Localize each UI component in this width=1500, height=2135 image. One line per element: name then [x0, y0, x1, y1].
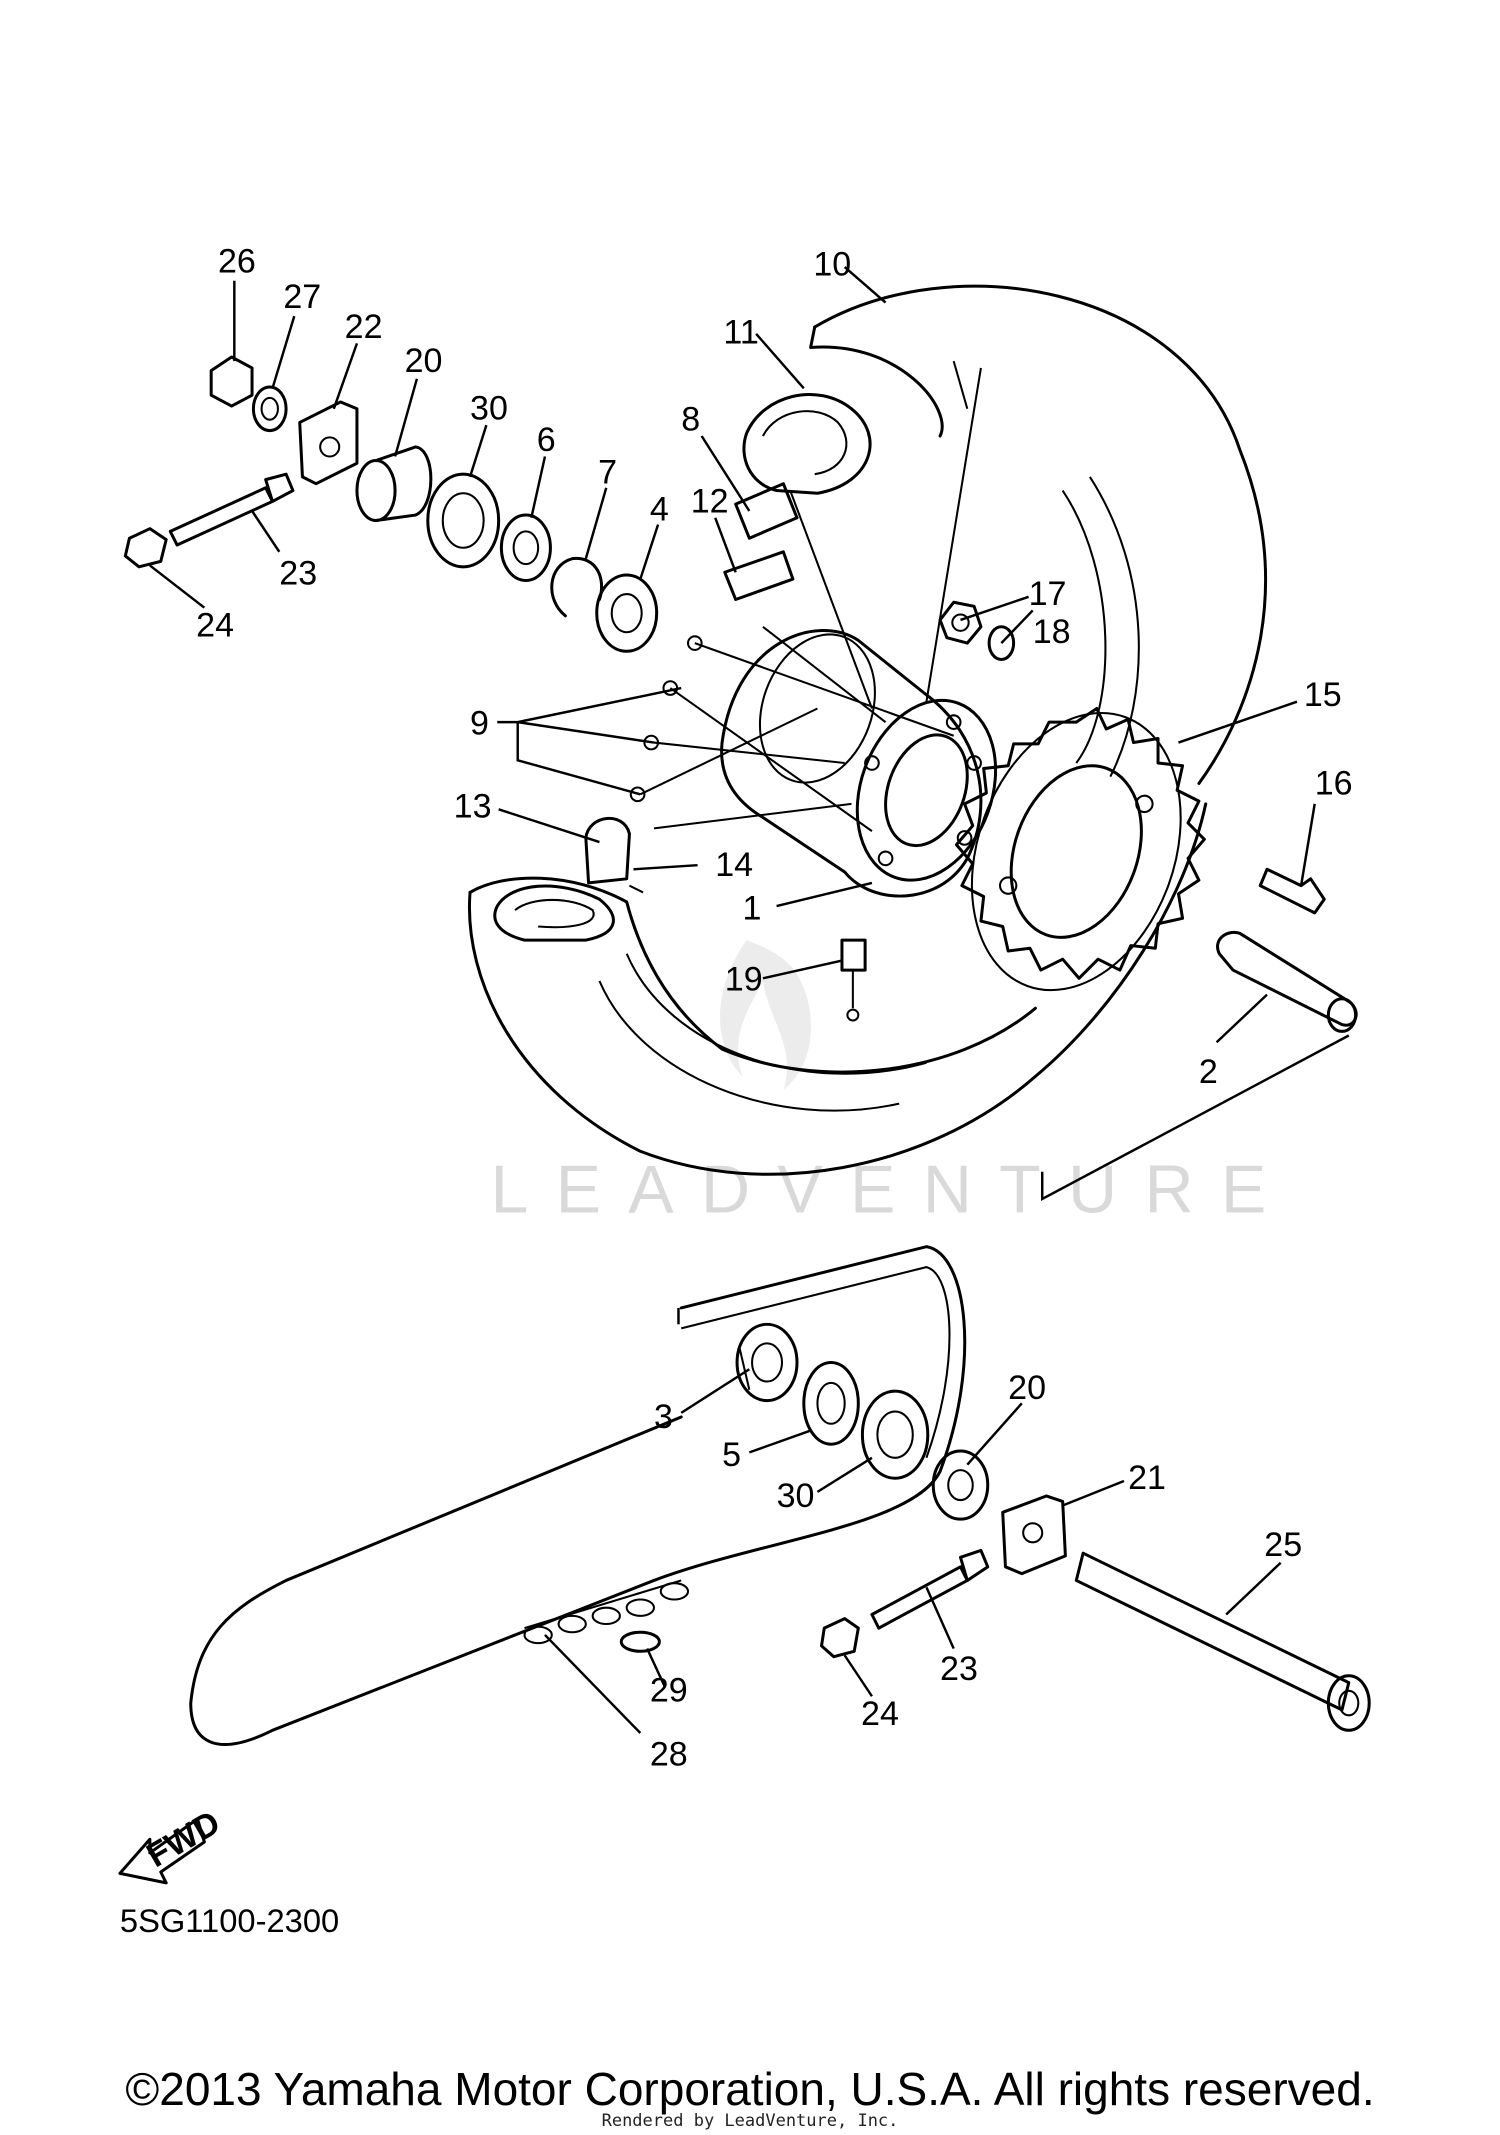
callout-17: 17	[1029, 575, 1067, 613]
washer-upper[interactable]	[251, 385, 288, 433]
diagram-code: 5SG1100-2300	[120, 1902, 339, 1939]
callout-1: 1	[743, 890, 762, 928]
callout-6: 6	[537, 421, 556, 459]
callout-19: 19	[725, 961, 763, 999]
valve-nut[interactable]	[840, 938, 867, 1022]
spacer-5[interactable]	[802, 1360, 860, 1446]
callout-20-upper: 20	[405, 342, 443, 380]
leadventure-watermark: LEADVENTURE	[490, 940, 1293, 1228]
callout-28: 28	[650, 1736, 688, 1774]
callout-23-lower: 23	[940, 1650, 978, 1688]
callout-22: 22	[345, 308, 383, 346]
callout-10: 10	[813, 245, 851, 283]
callout-16: 16	[1315, 764, 1353, 802]
callout-13: 13	[454, 788, 492, 826]
callout-7: 7	[598, 454, 617, 492]
rim-band[interactable]	[723, 482, 799, 602]
callout-2: 2	[1199, 1053, 1218, 1091]
spokes[interactable]	[629, 360, 982, 832]
locknut-upper[interactable]	[123, 527, 168, 569]
tube-cutaway-section	[493, 884, 615, 942]
axle-collar[interactable]	[1216, 930, 1358, 1033]
rear-hub[interactable]	[720, 618, 1020, 899]
oil-seal-left[interactable]	[426, 472, 501, 569]
callout-11: 11	[723, 313, 758, 351]
callout-12: 12	[691, 482, 729, 520]
callout-20-lower: 20	[1008, 1369, 1046, 1407]
axle-nut-upper[interactable]	[209, 355, 254, 408]
sprocket-nut[interactable]	[938, 600, 983, 645]
bearing-3[interactable]	[735, 1322, 799, 1403]
chain-joint[interactable]	[523, 1582, 690, 1653]
callout-9: 9	[470, 704, 489, 742]
callout-8: 8	[681, 401, 700, 439]
callout-24-upper: 24	[196, 606, 234, 644]
chain-puller-left[interactable]	[298, 400, 359, 486]
rear-sprocket[interactable]	[935, 684, 1217, 1020]
callout-14: 14	[715, 846, 753, 884]
callout-5: 5	[722, 1436, 741, 1474]
collar-right[interactable]	[931, 1449, 990, 1521]
oil-seal-right[interactable]	[860, 1389, 930, 1480]
chain-puller-right[interactable]	[1001, 1494, 1067, 1576]
copyright-notice: ©2013 Yamaha Motor Corporation, U.S.A. A…	[125, 2063, 1375, 2115]
callout-27: 27	[283, 278, 321, 316]
fwd-label: FWD	[140, 1803, 226, 1875]
bearing-4[interactable]	[595, 573, 659, 653]
drive-chain[interactable]	[189, 1245, 967, 1746]
callout-29: 29	[650, 1672, 688, 1710]
rim-lock[interactable]	[584, 817, 644, 894]
collar-left[interactable]	[355, 445, 433, 522]
callout-25: 25	[1264, 1526, 1302, 1564]
callout-15: 15	[1304, 676, 1342, 714]
callout-23-upper: 23	[279, 555, 317, 593]
callout-26: 26	[218, 243, 256, 281]
callout-3: 3	[654, 1398, 673, 1436]
callout-18: 18	[1033, 613, 1071, 651]
tire[interactable]	[467, 284, 1267, 1176]
callout-labels: 26 27 22 20 30 6 7 4 23 24 10 11 8 12 17…	[196, 243, 1352, 1774]
fwd-arrow-icon: FWD	[118, 1803, 227, 1885]
rendered-by-credit: Rendered by LeadVenture, Inc.	[601, 2111, 899, 2131]
callout-30-lower: 30	[777, 1477, 815, 1515]
adjusting-bolt-lower[interactable]	[870, 1548, 990, 1630]
adjusting-bolt-upper[interactable]	[168, 472, 295, 547]
inner-tube[interactable]	[742, 393, 872, 495]
circlip-7[interactable]	[550, 557, 604, 618]
bearing-6[interactable]	[499, 513, 552, 582]
callout-21: 21	[1128, 1459, 1166, 1497]
locknut-lower[interactable]	[820, 1617, 860, 1659]
lock-washer[interactable]	[987, 625, 1016, 661]
callout-4: 4	[650, 490, 669, 528]
callout-24-lower: 24	[861, 1695, 899, 1733]
callout-30-upper: 30	[470, 390, 508, 428]
rear-axle[interactable]	[1074, 1551, 1371, 1732]
watermark-text: LEADVENTURE	[490, 1152, 1293, 1228]
leader-lines	[149, 266, 1350, 1734]
sprocket-bolt[interactable]	[1258, 867, 1326, 915]
